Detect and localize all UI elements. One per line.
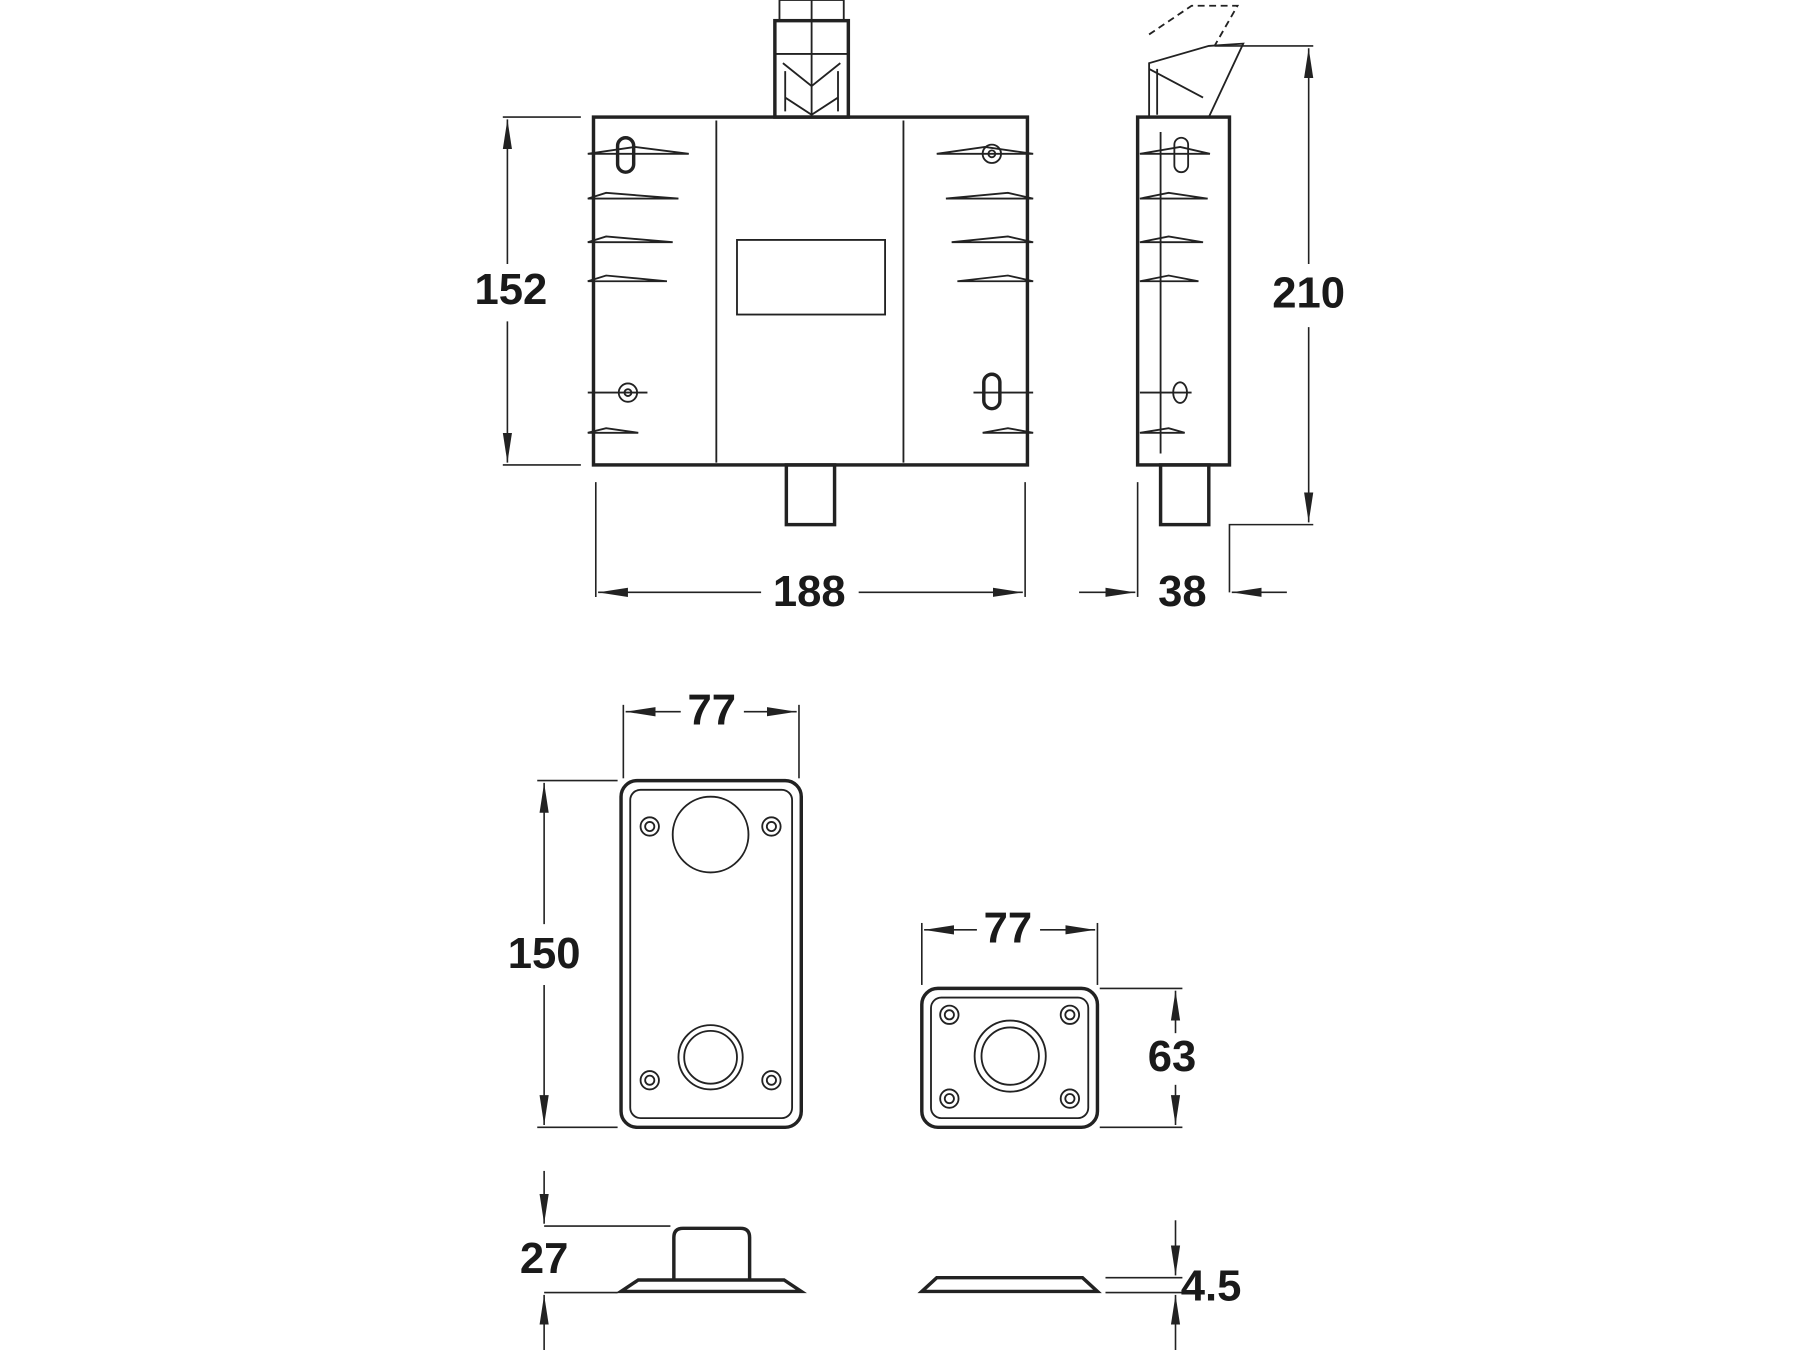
dimension-width: 77 (622, 686, 800, 779)
top-connector (773, 0, 851, 119)
mounting-ribs-right (936, 143, 1034, 434)
screw-holes (939, 1004, 1080, 1109)
dimension-label: 210 (1272, 270, 1345, 318)
side-view: 210 38 (1079, 4, 1345, 616)
label-window (736, 239, 886, 316)
dimension-width: 77 (921, 905, 1099, 985)
dimension-label: 188 (773, 568, 846, 616)
small-plate: 77 63 4.5 (917, 905, 1242, 1350)
large-plate-profile: 27 (520, 1170, 807, 1350)
bottom-cylinder (784, 463, 837, 527)
dimension-label: 77 (687, 686, 736, 734)
dimension-label: 27 (520, 1235, 569, 1283)
dimension-label: 4.5 (1181, 1263, 1242, 1311)
dimension-label: 150 (508, 930, 581, 978)
dimension-width: 188 (594, 482, 1026, 616)
dimension-label: 152 (474, 266, 547, 314)
screw-holes (639, 816, 782, 1091)
dimension-height: 150 (508, 779, 618, 1129)
body-outline (591, 115, 1030, 467)
dimension-depth: 38 (1079, 482, 1287, 616)
front-view: 152 188 (474, 0, 1034, 616)
small-plate-profile: 4.5 (917, 1220, 1242, 1350)
dimension-label: 38 (1158, 568, 1207, 616)
mounting-ribs-left (587, 136, 689, 434)
large-plate: 77 150 27 (508, 686, 807, 1350)
dimension-height: 210 (1214, 45, 1345, 593)
dimension-height: 152 (474, 116, 581, 466)
dimension-label: 77 (984, 905, 1033, 953)
dimension-label: 63 (1148, 1033, 1197, 1081)
dimension-height: 63 (1099, 987, 1197, 1129)
